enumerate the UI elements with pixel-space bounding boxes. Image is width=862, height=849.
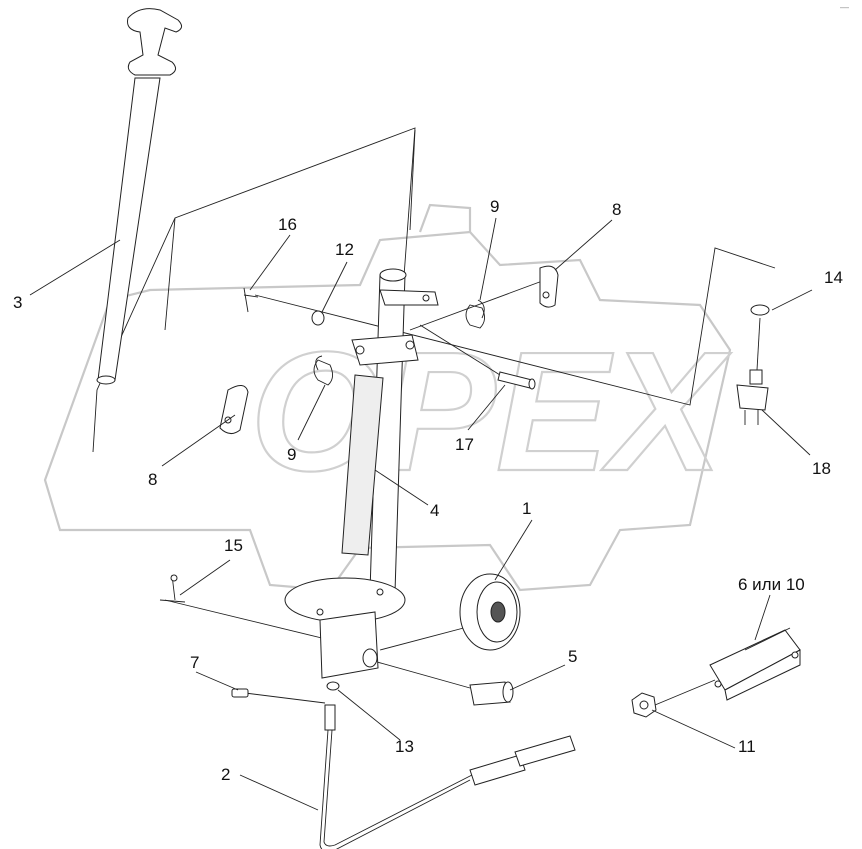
part-12-washer xyxy=(750,304,770,316)
watermark-text: OPEX xyxy=(250,317,731,507)
part-6-10-fork xyxy=(709,627,801,701)
part-5-plug xyxy=(469,681,514,706)
part-16-pin xyxy=(159,574,186,603)
label-18: 18 xyxy=(812,459,831,478)
label-14: 13 xyxy=(395,737,414,756)
label-4: 4 xyxy=(430,501,439,520)
base-flange xyxy=(284,577,406,679)
label-8-top: 8 xyxy=(612,200,621,219)
part-1-roller xyxy=(459,573,521,651)
label-16: 15 xyxy=(224,536,243,555)
part-4-column xyxy=(341,268,439,593)
corner-mark: — xyxy=(840,2,849,12)
label-9-bottom: 9 xyxy=(287,445,296,464)
part-8-cam-right xyxy=(539,265,559,308)
part-18-switch xyxy=(736,369,769,425)
construction-lines xyxy=(92,127,776,706)
part-13-washer xyxy=(311,310,325,326)
label-8-bottom: 8 xyxy=(148,470,157,489)
label-13: 12 xyxy=(335,240,354,259)
callout-labels: 3 16 12 9 8 14 18 8 9 17 4 1 15 6 или 10… xyxy=(13,197,843,784)
part-7-bushing xyxy=(231,688,249,698)
part-11-nut xyxy=(631,692,657,718)
label-3: 3 xyxy=(13,293,22,312)
label-11: 11 xyxy=(738,737,756,756)
label-15: 16 xyxy=(278,215,297,234)
label-17: 17 xyxy=(455,435,474,454)
label-9-top: 9 xyxy=(490,197,499,216)
part-9-clip-left xyxy=(313,355,333,386)
part-14-washer xyxy=(326,681,340,691)
label-2: 2 xyxy=(221,765,230,784)
part-3-lever-handle xyxy=(96,8,182,385)
label-6-or-10: 6 или 10 xyxy=(738,575,805,594)
part-15-cotter-pin xyxy=(243,287,259,313)
part-9-clip-right xyxy=(465,299,485,329)
leader-lines xyxy=(29,217,813,811)
label-1: 1 xyxy=(522,499,531,518)
part-2-cable xyxy=(319,704,576,849)
label-7: 7 xyxy=(190,653,199,672)
label-5: 5 xyxy=(568,647,577,666)
watermark: OPEX xyxy=(43,203,732,592)
label-12: 14 xyxy=(824,268,843,287)
part-8-cam-left xyxy=(219,385,249,434)
part-17-pin xyxy=(497,371,536,390)
